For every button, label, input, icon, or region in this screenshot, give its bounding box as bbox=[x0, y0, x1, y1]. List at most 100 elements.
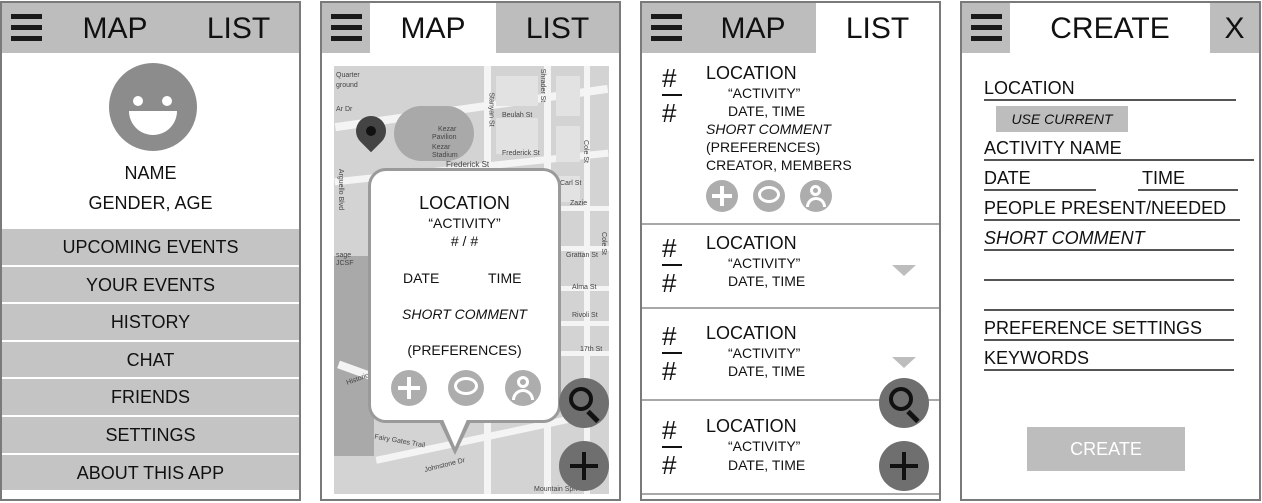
avatar-smiley-icon[interactable] bbox=[109, 63, 197, 151]
map-label: ground bbox=[336, 82, 358, 89]
keywords-field[interactable] bbox=[984, 369, 1234, 371]
item-comment: SHORT COMMENT bbox=[706, 121, 831, 137]
comment-line-3[interactable] bbox=[984, 309, 1234, 311]
event-popup[interactable]: LOCATION “ACTIVITY” # / # DATE TIME SHOR… bbox=[368, 168, 561, 423]
date-field[interactable] bbox=[984, 189, 1096, 191]
profile-person-icon[interactable] bbox=[505, 370, 541, 406]
map-label: Frederick St bbox=[502, 150, 540, 157]
time-field[interactable] bbox=[1138, 189, 1238, 191]
item-location: LOCATION bbox=[706, 323, 797, 343]
fraction-line bbox=[662, 352, 682, 354]
activity-name-field[interactable] bbox=[984, 159, 1254, 161]
map-label: Carl St bbox=[560, 180, 582, 187]
create-screen: CREATE X LOCATION USE CURRENT ACTIVITY N… bbox=[960, 1, 1261, 501]
short-comment-label: SHORT COMMENT bbox=[984, 228, 1145, 248]
map-label: Stadium bbox=[432, 152, 458, 159]
list-item[interactable]: # # LOCATION “ACTIVITY” DATE, TIME bbox=[642, 309, 939, 401]
comment-line-1[interactable] bbox=[984, 249, 1234, 251]
map-label: Cole St bbox=[599, 232, 607, 255]
map-label: Frederick St bbox=[446, 160, 490, 169]
list-screen: MAP LIST # # LOCATION “ACTIVITY” DATE, T… bbox=[640, 1, 941, 501]
popup-location: LOCATION bbox=[419, 193, 510, 213]
preference-settings-label[interactable]: PREFERENCE SETTINGS bbox=[984, 318, 1203, 338]
participant-count-top: # bbox=[662, 63, 677, 93]
popup-activity: “ACTIVITY” bbox=[428, 215, 501, 231]
tab-list[interactable]: LIST bbox=[206, 12, 271, 45]
search-icon[interactable] bbox=[879, 378, 929, 428]
popup-comment: SHORT COMMENT bbox=[402, 306, 527, 322]
tab-map[interactable]: MAP bbox=[720, 12, 786, 45]
location-label: LOCATION bbox=[984, 78, 1075, 98]
page-title: CREATE bbox=[1050, 12, 1170, 45]
map-label: sage bbox=[336, 252, 352, 259]
expand-chevron-down-icon[interactable] bbox=[892, 265, 916, 276]
chat-bubble-icon[interactable] bbox=[448, 370, 484, 406]
participant-count-top: # bbox=[662, 321, 677, 351]
item-activity: “ACTIVITY” bbox=[728, 345, 801, 361]
profile-person-icon[interactable] bbox=[800, 180, 832, 212]
list-item[interactable]: # # LOCATION “ACTIVITY” DATE, TIME bbox=[642, 225, 939, 309]
menu-item-friends[interactable]: FRIENDS bbox=[2, 379, 299, 417]
hamburger-menu-icon[interactable] bbox=[322, 3, 370, 53]
side-menu: UPCOMING EVENTS YOUR EVENTS HISTORY CHAT… bbox=[2, 229, 299, 493]
location-field[interactable] bbox=[984, 99, 1236, 101]
map-label: Alma St bbox=[572, 284, 597, 291]
popup-count: # / # bbox=[450, 233, 479, 249]
menu-item-upcoming-events[interactable]: UPCOMING EVENTS bbox=[2, 229, 299, 267]
item-date-time: DATE, TIME bbox=[728, 457, 806, 473]
menu-item-your-events[interactable]: YOUR EVENTS bbox=[2, 266, 299, 305]
add-event-plus-icon[interactable] bbox=[559, 441, 609, 491]
participant-count-top: # bbox=[662, 415, 677, 445]
participant-count-bottom: # bbox=[662, 356, 677, 386]
item-activity: “ACTIVITY” bbox=[728, 438, 801, 454]
item-location: LOCATION bbox=[706, 233, 797, 253]
create-button[interactable]: CREATE bbox=[1027, 427, 1185, 471]
tab-map[interactable]: MAP bbox=[370, 3, 496, 53]
map-label: Arguello Blvd bbox=[337, 168, 345, 211]
preference-settings-field[interactable] bbox=[984, 339, 1234, 341]
popup-preferences: (PREFERENCES) bbox=[407, 342, 522, 358]
menu-item-history[interactable]: HISTORY bbox=[2, 304, 299, 342]
fraction-line bbox=[662, 94, 682, 96]
item-date-time: DATE, TIME bbox=[728, 103, 806, 119]
join-plus-icon[interactable] bbox=[706, 180, 738, 212]
list-item-expanded[interactable]: # # LOCATION “ACTIVITY” DATE, TIME SHORT… bbox=[642, 53, 939, 225]
join-plus-icon[interactable] bbox=[391, 370, 427, 406]
top-bar bbox=[2, 3, 299, 53]
map-label: Quarter bbox=[336, 72, 360, 79]
menu-item-about[interactable]: ABOUT THIS APP bbox=[2, 454, 299, 493]
chat-bubble-icon[interactable] bbox=[753, 180, 785, 212]
keywords-label: KEYWORDS bbox=[984, 348, 1090, 368]
map-label: Johnstone Dr bbox=[423, 457, 466, 474]
menu-item-chat[interactable]: CHAT bbox=[2, 341, 299, 380]
participant-count-bottom: # bbox=[662, 98, 677, 128]
comment-line-2[interactable] bbox=[984, 279, 1234, 281]
list-item[interactable]: # # LOCATION “ACTIVITY” DATE, TIME bbox=[642, 401, 939, 495]
expand-chevron-down-icon[interactable] bbox=[892, 357, 916, 368]
tab-list[interactable]: LIST bbox=[525, 12, 590, 45]
hamburger-menu-icon[interactable] bbox=[962, 3, 1010, 53]
hamburger-menu-icon[interactable] bbox=[2, 3, 50, 53]
participant-count-bottom: # bbox=[662, 268, 677, 298]
item-date-time: DATE, TIME bbox=[728, 363, 806, 379]
menu-item-settings[interactable]: SETTINGS bbox=[2, 416, 299, 455]
add-event-plus-icon[interactable] bbox=[879, 441, 929, 491]
map-label: Ar Dr bbox=[336, 106, 353, 113]
item-location: LOCATION bbox=[706, 63, 797, 83]
close-x-button[interactable]: X bbox=[1210, 3, 1259, 53]
map-label: Pavilion bbox=[432, 134, 457, 141]
map-label: Shrader St bbox=[539, 68, 547, 103]
item-creator-members: CREATOR, MEMBERS bbox=[706, 157, 852, 173]
time-label: TIME bbox=[1142, 168, 1185, 188]
people-field[interactable] bbox=[984, 219, 1240, 221]
search-icon[interactable] bbox=[559, 378, 609, 428]
map-label: Fairy Gates Trail bbox=[373, 433, 426, 450]
profile-screen: MAP LIST NAME GENDER, AGE UPCOMING EVENT… bbox=[0, 1, 301, 501]
tab-list[interactable]: LIST bbox=[816, 3, 939, 53]
map-screen: MAP LIST Quarter ground Kezar Pavilion K… bbox=[320, 1, 621, 501]
tab-map[interactable]: MAP bbox=[82, 12, 148, 45]
map-label: Kezar bbox=[432, 144, 451, 151]
hamburger-menu-icon[interactable] bbox=[642, 3, 690, 53]
participant-count-top: # bbox=[662, 233, 677, 263]
use-current-button[interactable]: USE CURRENT bbox=[996, 106, 1128, 132]
